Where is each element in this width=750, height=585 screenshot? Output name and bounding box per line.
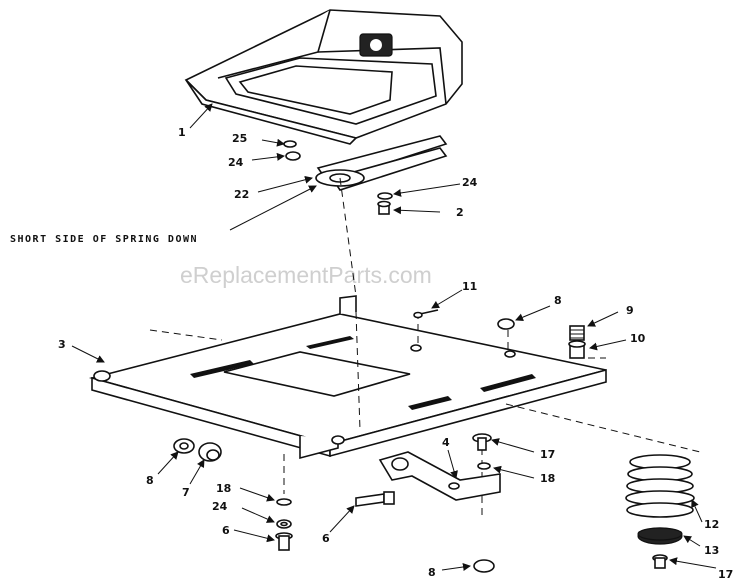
bracket-4 <box>378 451 501 501</box>
callout-18-center: 18 <box>540 472 555 485</box>
washer-24-left <box>276 519 292 529</box>
pan-hole-front <box>331 435 345 445</box>
leader-lines <box>71 103 717 571</box>
callout-17-bottom: 17 <box>718 568 733 581</box>
callout-24-right: 24 <box>462 176 478 189</box>
callout-18-left: 18 <box>216 482 231 495</box>
callout-labels: 1 25 24 22 24 2 3 11 8 9 10 4 17 18 8 7 … <box>58 126 733 581</box>
callout-13: 13 <box>704 544 719 557</box>
callout-9: 9 <box>626 304 634 317</box>
isolator-13 <box>637 527 683 545</box>
washer-24-upper <box>285 151 301 161</box>
spacer-10 <box>568 340 586 359</box>
seat-logo-badge <box>359 33 393 57</box>
bolt-17-bottom <box>652 554 668 569</box>
callout-17-center: 17 <box>540 448 555 461</box>
callout-6-left: 6 <box>222 524 230 537</box>
bolt-17-center <box>472 433 492 451</box>
callout-8-upper: 8 <box>554 294 562 307</box>
watermark: eReplacementParts.com <box>180 262 432 288</box>
washer-18-center <box>477 462 491 470</box>
locknut-8-left <box>173 438 195 454</box>
bolt-2 <box>377 200 391 215</box>
callout-1: 1 <box>178 126 186 139</box>
callout-11: 11 <box>462 280 477 293</box>
callout-22: 22 <box>234 188 249 201</box>
spring-9 <box>569 325 585 341</box>
locknut-8-upper <box>497 318 515 330</box>
spring-orientation-note: SHORT SIDE OF SPRING DOWN <box>10 234 198 245</box>
callout-2: 2 <box>456 206 464 219</box>
callout-4: 4 <box>442 436 450 449</box>
washer-24-right <box>377 192 393 200</box>
spring-12 <box>625 454 695 518</box>
callout-25: 25 <box>232 132 247 145</box>
callout-7: 7 <box>182 486 190 499</box>
callout-12: 12 <box>704 518 719 531</box>
locknut-8-bottom <box>473 559 495 573</box>
pan-hole-right <box>504 350 516 358</box>
screw-11 <box>413 309 439 319</box>
pan-hole-left <box>410 344 422 352</box>
washer-25 <box>283 140 297 148</box>
callout-8-left: 8 <box>146 474 154 487</box>
callout-10: 10 <box>630 332 646 345</box>
bolt-6-horizontal <box>355 491 395 507</box>
callout-3: 3 <box>58 338 66 351</box>
callout-24: 24 <box>228 156 244 169</box>
callout-8-bottom: 8 <box>428 566 436 579</box>
seat <box>184 9 463 145</box>
seat-pan <box>88 295 607 460</box>
bolt-6-vertical <box>275 532 293 551</box>
washer-18-left <box>276 498 292 506</box>
knob-7 <box>198 442 222 462</box>
callout-24-left: 24 <box>212 500 228 513</box>
callout-6-center: 6 <box>322 532 330 545</box>
